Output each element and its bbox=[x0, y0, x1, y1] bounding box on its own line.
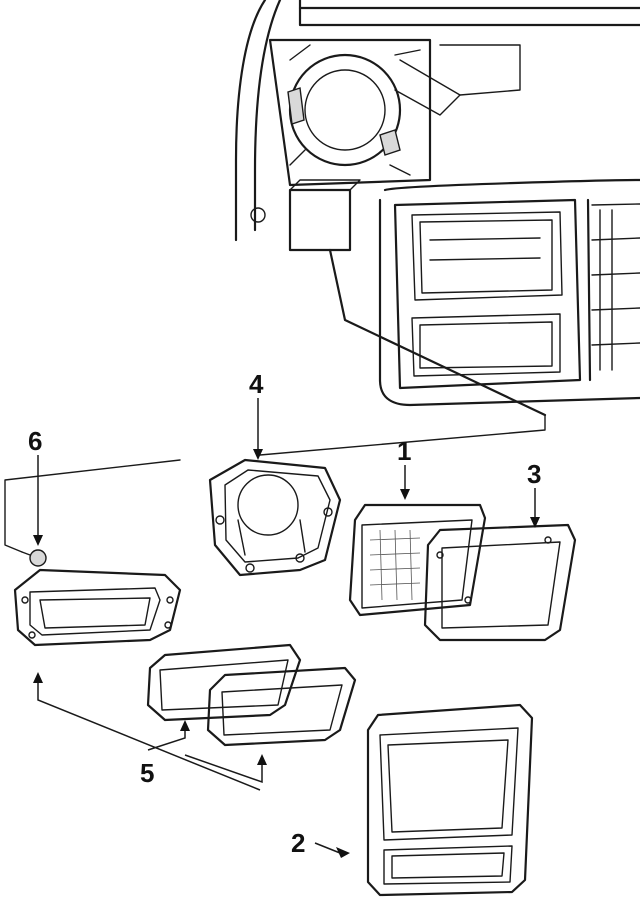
part-2-bezel bbox=[366, 703, 534, 897]
part-3-retainer bbox=[423, 523, 577, 642]
part-1-sealed-beam bbox=[348, 503, 487, 617]
callout-4: 4 bbox=[249, 369, 264, 399]
part-5-lenses bbox=[146, 643, 357, 747]
callout-2: 2 bbox=[291, 828, 305, 858]
callout-5: 5 bbox=[140, 758, 154, 788]
leader-lines bbox=[33, 398, 540, 858]
callouts: 1 2 3 4 5 6 bbox=[28, 369, 541, 858]
part-6-lamp-housing bbox=[13, 549, 182, 647]
callout-6: 6 bbox=[28, 426, 42, 456]
part-4-headlamp-bracket bbox=[208, 458, 342, 577]
callout-1: 1 bbox=[397, 436, 411, 466]
vehicle-front-end bbox=[4, 0, 640, 553]
callout-3: 3 bbox=[527, 459, 541, 489]
